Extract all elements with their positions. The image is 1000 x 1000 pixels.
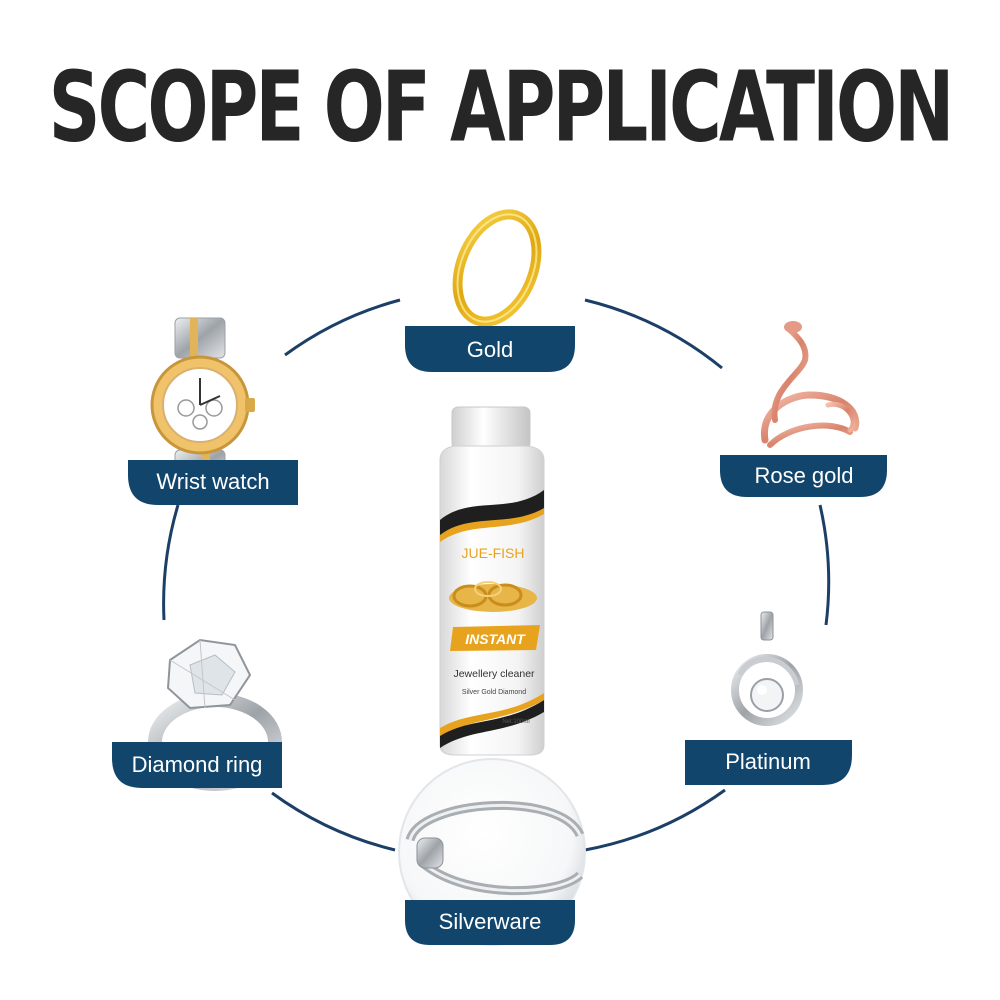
label-wrist-watch: Wrist watch — [128, 460, 298, 505]
label-rose-gold: Rose gold — [720, 455, 887, 497]
bottle-volume-text: Net:100ml — [502, 719, 529, 725]
bottle-name-text: Jewellery cleaner — [453, 668, 535, 680]
bottle-brand-text: JUE-FISH — [462, 545, 525, 561]
label-silverware: Silverware — [405, 900, 575, 945]
label-diamond-ring: Diamond ring — [112, 742, 282, 788]
bottle-badge-text: INSTANT — [465, 631, 526, 647]
silver-bracelet-icon — [398, 758, 586, 946]
label-diamond-ring-text: Diamond ring — [132, 752, 263, 777]
label-gold: Gold — [405, 326, 575, 372]
platinum-pendant-icon — [731, 611, 803, 726]
product-bottle: JUE-FISH INSTANT Jewellery cleaner Silve… — [439, 406, 545, 756]
label-gold-text: Gold — [467, 337, 513, 362]
label-rose-gold-text: Rose gold — [754, 463, 853, 488]
label-platinum: Platinum — [685, 740, 852, 785]
label-platinum-text: Platinum — [725, 749, 811, 774]
gold-ring-icon — [452, 209, 542, 327]
label-silverware-text: Silverware — [439, 909, 542, 934]
label-wrist-watch-text: Wrist watch — [156, 469, 269, 494]
wrist-watch-icon — [150, 317, 255, 487]
bottle-subtitle-text: Silver Gold Diamond — [462, 689, 526, 696]
rose-gold-snake-ring-icon — [761, 321, 860, 448]
page-title: SCOPE OF APPLICATION — [48, 50, 955, 164]
circle-connector — [162, 298, 831, 852]
